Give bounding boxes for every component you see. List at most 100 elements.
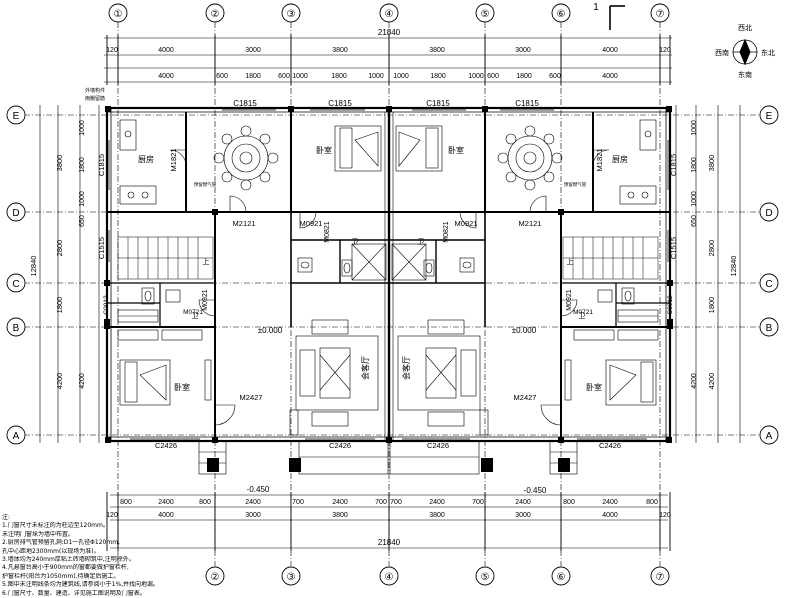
dim: 2400: [158, 499, 174, 506]
room-label: 卧室: [316, 145, 332, 155]
door-code: M0721: [573, 309, 593, 316]
axis-label: ⑤: [481, 572, 490, 583]
overall-depth: 12840: [729, 256, 738, 277]
dim: 4000: [158, 47, 174, 54]
section-mark: 1: [593, 2, 599, 13]
dim: 2400: [515, 499, 531, 506]
room-label: 会客厅: [401, 356, 411, 380]
door-code: M2121: [233, 219, 256, 228]
dim: 650: [79, 215, 86, 227]
door-code: M2121: [519, 219, 542, 228]
elevation-mark: -0.450: [524, 486, 547, 495]
dim: 4200: [691, 373, 698, 389]
door-code: M1821: [595, 149, 604, 172]
dim: 1000: [393, 73, 409, 80]
dim: 3800: [55, 155, 64, 172]
dim: 3800: [429, 47, 445, 54]
note-line: 5.图中未注明线条均为建筑线,请参阅小于1%,并找向地漏。: [2, 581, 160, 589]
dim: 3800: [332, 512, 348, 519]
compass-label: 西南: [715, 48, 729, 57]
dim: 600: [549, 73, 561, 80]
axis-bubble-bottom-4: [379, 566, 399, 586]
window-code: C1815: [426, 99, 450, 108]
dim: 4200: [55, 373, 64, 390]
compass-label: 东北: [761, 48, 775, 57]
compass-label: 西北: [738, 24, 752, 32]
window-code: C1815: [669, 154, 678, 176]
door-code: M0821: [324, 221, 331, 243]
general-notes: 注: 1.门窗尺寸未标注的为柱边至120mm。 未注明门窗垛为墙中布置。 2.厨…: [2, 514, 202, 598]
axis-bubble-bottom-3: [281, 566, 301, 586]
window-code: C2426: [155, 441, 177, 450]
stair-label: 上: [203, 257, 210, 266]
elevation-mark: ±0.000: [512, 326, 537, 335]
axis-label: D: [12, 208, 19, 219]
room-label: 卧室: [448, 145, 464, 155]
door-code: M0721: [183, 309, 203, 316]
dim: 700: [292, 499, 304, 506]
axis-label: ⑤: [481, 9, 490, 20]
window-code: C1815: [97, 154, 106, 176]
overall-width: 21840: [378, 28, 401, 37]
dim: 1000: [368, 73, 384, 80]
elevation-mark: -0.450: [247, 485, 270, 494]
dim: 4000: [158, 512, 174, 519]
dim: 3800: [332, 47, 348, 54]
window-code: C1815: [233, 99, 257, 108]
dim: 1000: [292, 73, 308, 80]
dim: 1800: [516, 73, 532, 80]
dim: 600: [216, 73, 228, 80]
dim: 2800: [707, 240, 716, 257]
dim: 1000: [468, 73, 484, 80]
axis-bubble-bottom-5: [475, 566, 495, 586]
note-line: 2.厨房排气管预留孔洞:D1一孔径Φ120mm,: [2, 539, 120, 547]
axis-label: E: [13, 111, 20, 122]
note-line: 1.门窗尺寸未标注的为柱边至120mm。: [2, 522, 109, 530]
note-line: 注:: [2, 514, 11, 521]
axis-label: ④: [385, 572, 394, 583]
axis-label: E: [766, 111, 773, 122]
dim: 1000: [691, 191, 698, 207]
dim: 4000: [602, 47, 618, 54]
dim: 1000: [691, 120, 698, 136]
door-code: M0921: [202, 289, 209, 311]
dim: 800: [120, 499, 132, 506]
door-code: M1821: [169, 149, 178, 172]
note-line: 孔中心距地2300mm(以现场为准)。: [2, 547, 100, 555]
overall-width: 21840: [378, 538, 401, 547]
note-line: 未注明门窗垛为墙中布置。: [2, 530, 75, 538]
dim: 2400: [245, 499, 261, 506]
dim: 120: [106, 512, 118, 519]
note-line: 6.门窗尺寸、数量、建造、详见施工图说明及门窗表。: [2, 589, 146, 597]
axis-label: ②: [211, 572, 220, 583]
dim: 1000: [79, 120, 86, 136]
axis-label: C: [12, 279, 19, 290]
room-label: 厨房: [138, 154, 154, 164]
dim: 2400: [429, 499, 445, 506]
dim: 700: [375, 499, 387, 506]
axis-bubble-top-7: [650, 3, 670, 23]
dim: 700: [390, 499, 402, 506]
axis-label: ⑥: [557, 9, 566, 20]
window-code: C2426: [599, 441, 621, 450]
dim: 3800: [429, 512, 445, 519]
axis-label: ⑥: [557, 572, 566, 583]
window-code: C0912: [103, 295, 110, 315]
door-code: M2427: [514, 393, 537, 402]
dim: 120: [659, 47, 671, 54]
axis-label: A: [766, 431, 773, 442]
axis-label: C: [765, 279, 772, 290]
dim: 1000: [79, 191, 86, 207]
dim: 650: [691, 215, 698, 227]
dim: 4200: [707, 373, 716, 390]
dim: 2800: [55, 240, 64, 257]
dim: 1800: [245, 73, 261, 80]
overall-depth: 12840: [29, 256, 38, 277]
axis-label: ④: [385, 9, 394, 20]
dim: 1800: [331, 73, 347, 80]
axis-label: ③: [287, 9, 296, 20]
axis-label: ①: [114, 9, 123, 20]
axis-bubble-top-4: [379, 3, 399, 23]
axis-label: ③: [287, 572, 296, 583]
dim: 3800: [707, 155, 716, 172]
